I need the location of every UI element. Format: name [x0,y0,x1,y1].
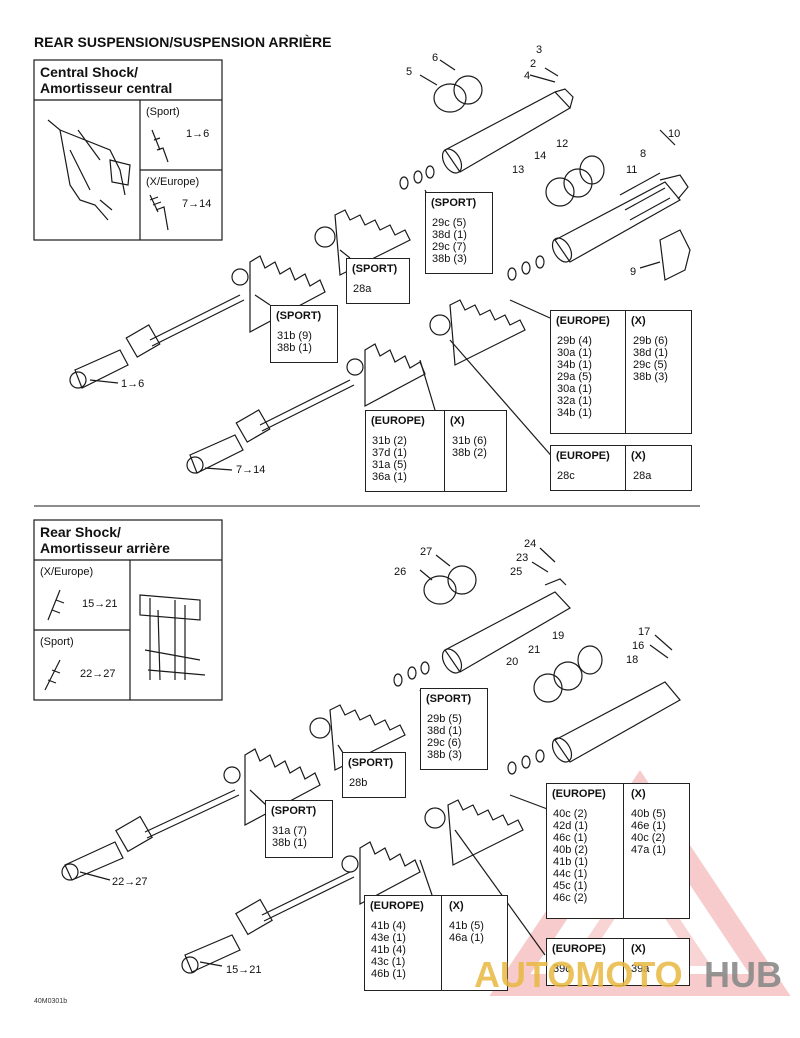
part-number: 26 [394,566,407,578]
watermark-hub: HUB [704,954,782,995]
part-number: 10 [668,128,681,140]
part-number: 21 [528,644,541,656]
part-number: 5 [406,66,413,78]
end-label: 7→14 [236,464,266,476]
variant-sport-label-2: (Sport) [40,636,74,648]
part-number: 24 [524,538,537,550]
variant-x-europe-label-2: (X/Europe) [40,566,94,578]
gear-nut [659,229,691,281]
range-sport-label-2: 22→27 [80,668,116,680]
table-sport-mid-2: (SPORT) 28b [342,752,406,798]
variant-sport-label: (Sport) [146,106,180,118]
range-x-europe-label-2: 15→21 [82,598,118,610]
table-sport-top-2: (SPORT) 29b (5) 38d (1) 29c (6) 38b (3) [420,688,488,770]
part-number: 8 [640,148,647,160]
table-sport-top: (SPORT) 29c (5) 38d (1) 29c (7) 38b (3) [425,192,493,274]
table-sport-mid: (SPORT) 28a [346,258,410,304]
central-shock-title-fr: Amortisseur central [40,80,173,96]
part-number: 18 [626,654,639,666]
rear-shock-box [33,519,223,701]
part-number: 12 [556,138,569,150]
part-number: 20 [506,656,519,668]
drawing-code: 40M0301b [34,998,68,1005]
part-number: 6 [432,52,439,64]
part-number: 14 [534,150,547,162]
rear-shock-title-fr: Amortisseur arrière [40,540,170,556]
page-title: REAR SUSPENSION/SUSPENSION ARRIÈRE [34,34,332,50]
part-number: 3 [536,44,543,56]
rear-shock-title: Rear Shock/ Amortisseur arrière [40,524,170,556]
central-shock-title-en: Central Shock/ [40,64,139,80]
part-number: 13 [512,164,525,176]
table-europe-x-bottom-2: (EUROPE) (X) 41b (4) 43e (1) 41b (4) 43c… [364,895,508,991]
watermark-automoto: AUTOMOTO [474,954,683,995]
part-number: 19 [552,630,565,642]
range-sport-label: 1→6 [186,128,210,140]
part-number: 16 [632,640,645,652]
end-label: 1→6 [121,378,145,390]
central-shock-box [33,59,223,241]
part-number: 11 [626,164,638,176]
variant-x-europe-label: (X/Europe) [146,176,200,188]
part-number: 23 [516,552,529,564]
table-sport-low-2: (SPORT) 31a (7) 38b (1) [265,800,333,858]
part-number: 25 [510,566,523,578]
part-number: 27 [420,546,433,558]
end-label: 15→21 [226,964,262,976]
central-shock-title: Central Shock/ Amortisseur central [40,64,172,96]
part-number: 9 [630,266,637,278]
top-upper-body [444,91,571,173]
part-number: 4 [524,70,531,82]
part-number: 17 [638,626,651,638]
range-x-europe-label: 7→14 [182,198,212,210]
table-europe-x-small-2: (EUROPE) (X) 39c 39a [546,938,690,986]
table-europe-x-right-2: (EUROPE) (X) 40c (2) 42d (1) 46c (1) 40b… [546,783,690,919]
end-label: 22→27 [112,876,148,888]
part-number: 2 [530,58,537,70]
rear-shock-title-en: Rear Shock/ [40,524,121,540]
table-europe-x-bottom: (EUROPE) (X) 31b (2) 37d (1) 31a (5) 36a… [365,410,507,492]
table-europe-x-small: (EUROPE) (X) 28c 28a [550,445,692,491]
table-europe-x-right: (EUROPE) (X) 29b (4) 30a (1) 34b (1) 29a… [550,310,692,434]
table-sport-low: (SPORT) 31b (9) 38b (1) [270,305,338,363]
